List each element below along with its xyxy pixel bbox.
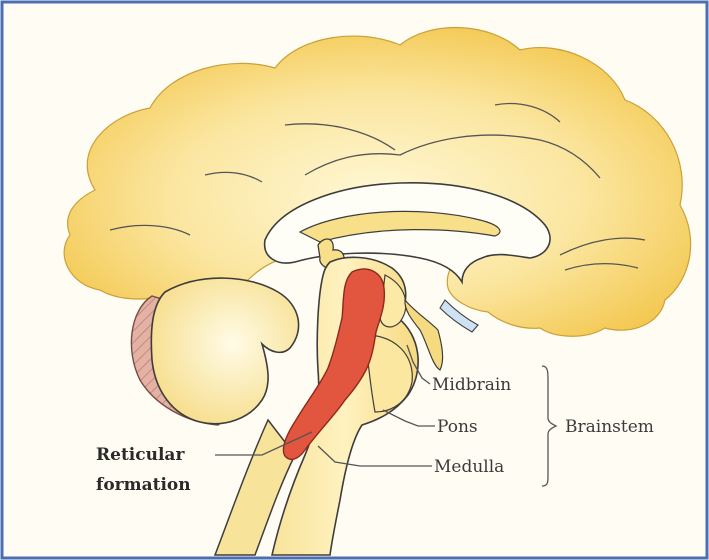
label-reticular-line1: Reticular bbox=[96, 445, 185, 465]
label-pons: Pons bbox=[437, 417, 478, 437]
label-reticular-line2: formation bbox=[96, 475, 191, 495]
label-medulla: Medulla bbox=[434, 457, 504, 477]
label-brainstem: Brainstem bbox=[565, 417, 654, 437]
label-midbrain: Midbrain bbox=[432, 375, 511, 395]
